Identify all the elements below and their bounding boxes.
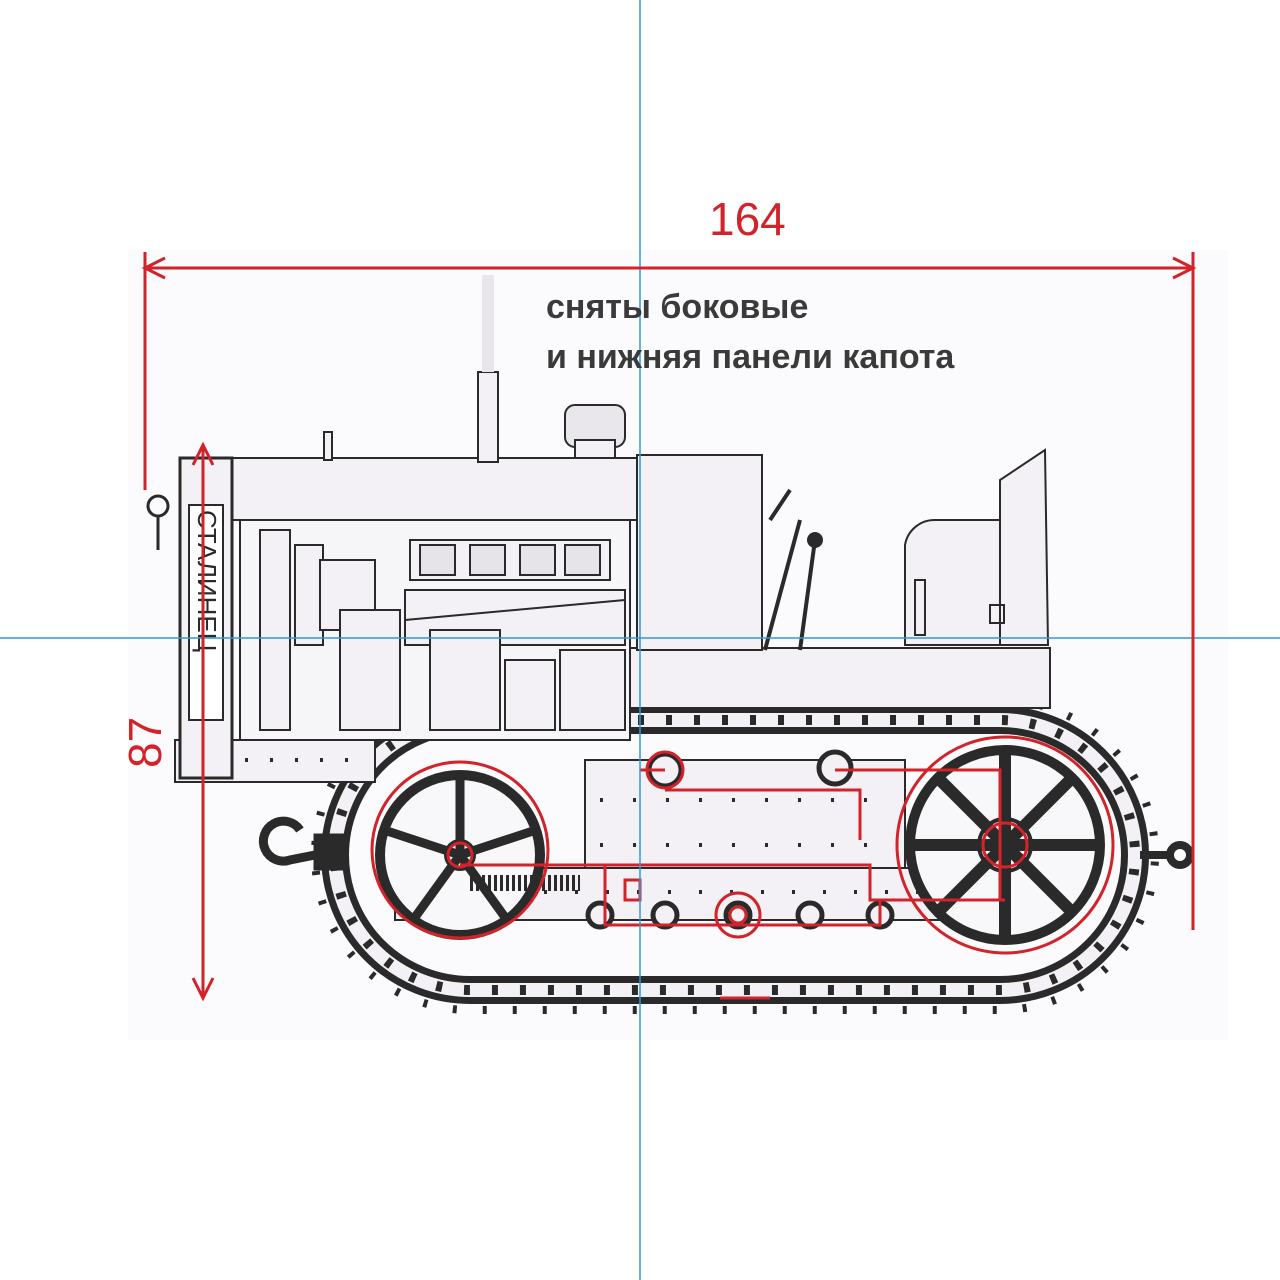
engine-block xyxy=(239,519,631,741)
operator-seat xyxy=(904,448,1050,646)
drawbar-rear xyxy=(1140,841,1194,869)
exhaust-pipe-shadow xyxy=(482,275,494,372)
height-dimension xyxy=(191,441,215,1002)
transmission-housing xyxy=(636,454,763,651)
filler-cap xyxy=(323,431,333,461)
idler-wheel-outline xyxy=(370,760,550,940)
drive-sprocket xyxy=(905,745,1105,945)
idler-wheel xyxy=(375,770,545,940)
frame-outline xyxy=(460,768,1005,1000)
track-frame xyxy=(584,759,906,881)
note-line-2: и нижняя панели капота xyxy=(546,338,955,376)
track-links xyxy=(330,715,1140,995)
road-roller-outline xyxy=(714,891,762,939)
track-rollers xyxy=(585,749,895,930)
engine-hood xyxy=(231,457,638,521)
deck-platform xyxy=(629,647,1051,709)
air-cleaner xyxy=(564,404,626,459)
sprocket-hub-outline xyxy=(981,821,1029,869)
exhaust-pipe xyxy=(477,371,499,463)
radiator-core xyxy=(188,504,224,721)
control-levers xyxy=(763,488,823,651)
roller-hub-outline xyxy=(728,905,748,925)
tow-hook-front xyxy=(258,816,347,871)
crawler-track xyxy=(311,696,1159,1014)
length-dimension-label: 164 xyxy=(709,193,786,245)
front-lamp xyxy=(146,494,170,550)
note-line-1: сняты боковые xyxy=(546,288,809,326)
radiator-brand-text: СТАЛИНЕЦ xyxy=(192,510,222,652)
red-markup xyxy=(370,735,1115,1000)
idler-hub-outline xyxy=(446,841,474,869)
length-dimension xyxy=(141,252,1197,930)
height-dimension-label: 87 xyxy=(119,716,171,768)
sprocket-outline xyxy=(895,735,1115,955)
